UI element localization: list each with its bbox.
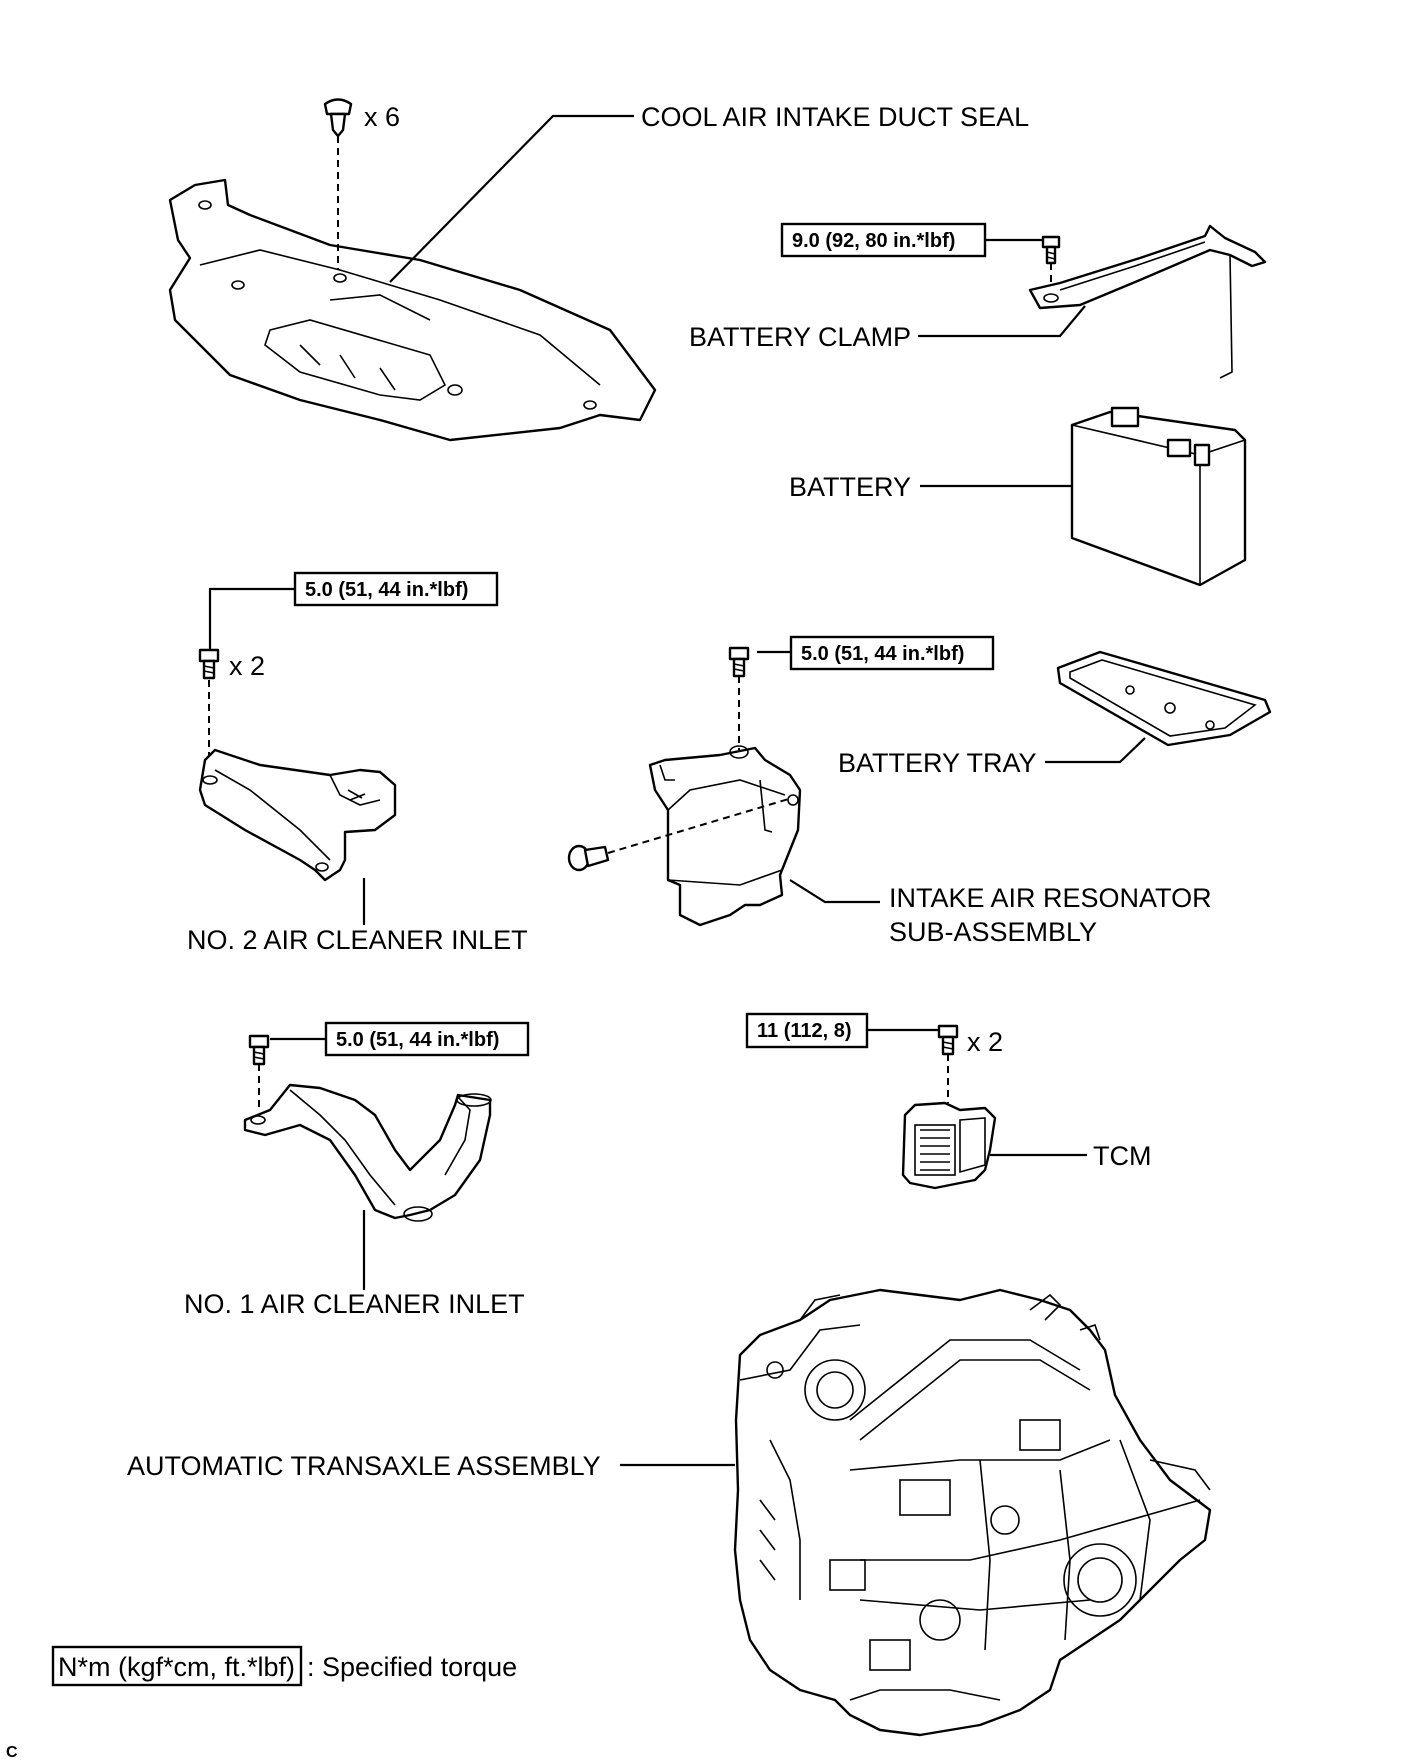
torque-box-no1-air-cleaner-inlet: 5.0 (51, 44 in.*lbf)	[324, 1021, 530, 1057]
no2-inlet-bolt-quantity: x 2	[229, 651, 265, 681]
duct-seal-clip-quantity: x 6	[364, 102, 400, 132]
battery-clamp-part	[1028, 224, 1267, 379]
svg-text:5.0 (51, 44 in.*lbf): 5.0 (51, 44 in.*lbf)	[336, 1029, 499, 1051]
label-no1-air-cleaner-inlet: NO. 1 AIR CLEANER INLET	[184, 1289, 525, 1319]
clip-icon	[567, 844, 610, 872]
label-automatic-transaxle-assembly: AUTOMATIC TRANSAXLE ASSEMBLY	[127, 1451, 601, 1481]
cool-air-intake-duct-seal-part	[168, 178, 657, 442]
label-battery-clamp: BATTERY CLAMP	[689, 322, 911, 352]
bolt-icon	[937, 1024, 959, 1056]
torque-legend: N*m (kgf*cm, ft.*lbf) : Specified torque	[51, 1645, 517, 1687]
legend-description: : Specified torque	[307, 1652, 517, 1682]
label-intake-air-resonator-line2: SUB-ASSEMBLY	[889, 917, 1097, 947]
bolt-icon	[248, 1034, 270, 1066]
corner-mark: C	[6, 1744, 18, 1761]
battery-tray-part	[1056, 650, 1272, 747]
torque-box-no2-air-cleaner-inlet: 5.0 (51, 44 in.*lbf)	[293, 571, 499, 607]
label-no2-air-cleaner-inlet: NO. 2 AIR CLEANER INLET	[187, 925, 528, 955]
no1-air-cleaner-inlet-part	[243, 1083, 492, 1222]
automatic-transaxle-assembly-part	[733, 1288, 1212, 1737]
intake-air-resonator-part	[648, 745, 802, 927]
battery-part	[1070, 406, 1247, 587]
clip-icon	[323, 98, 353, 138]
label-battery: BATTERY	[789, 472, 911, 502]
torque-box-tcm: 11 (112, 8)	[745, 1012, 869, 1049]
label-cool-air-intake-duct-seal: COOL AIR INTAKE DUCT SEAL	[641, 102, 1029, 132]
svg-text:5.0 (51, 44 in.*lbf): 5.0 (51, 44 in.*lbf)	[305, 579, 468, 601]
label-tcm: TCM	[1093, 1141, 1151, 1171]
svg-text:9.0 (92, 80 in.*lbf): 9.0 (92, 80 in.*lbf)	[792, 230, 955, 252]
svg-text:5.0 (51, 44 in.*lbf): 5.0 (51, 44 in.*lbf)	[801, 643, 964, 665]
bolt-icon	[1041, 235, 1061, 265]
tcm-bolt-quantity: x 2	[967, 1027, 1003, 1057]
no2-air-cleaner-inlet-part	[198, 748, 397, 882]
bolt-icon	[728, 646, 750, 678]
label-intake-air-resonator-line1: INTAKE AIR RESONATOR	[889, 883, 1212, 913]
torque-box-battery-clamp: 9.0 (92, 80 in.*lbf)	[780, 222, 987, 258]
torque-box-intake-air-resonator: 5.0 (51, 44 in.*lbf)	[789, 635, 995, 671]
tcm-part	[901, 1101, 997, 1190]
svg-text:11 (112, 8): 11 (112, 8)	[757, 1020, 852, 1042]
bolt-icon	[198, 648, 220, 680]
label-battery-tray: BATTERY TRAY	[838, 748, 1037, 778]
legend-unit-box: N*m (kgf*cm, ft.*lbf)	[58, 1652, 295, 1682]
